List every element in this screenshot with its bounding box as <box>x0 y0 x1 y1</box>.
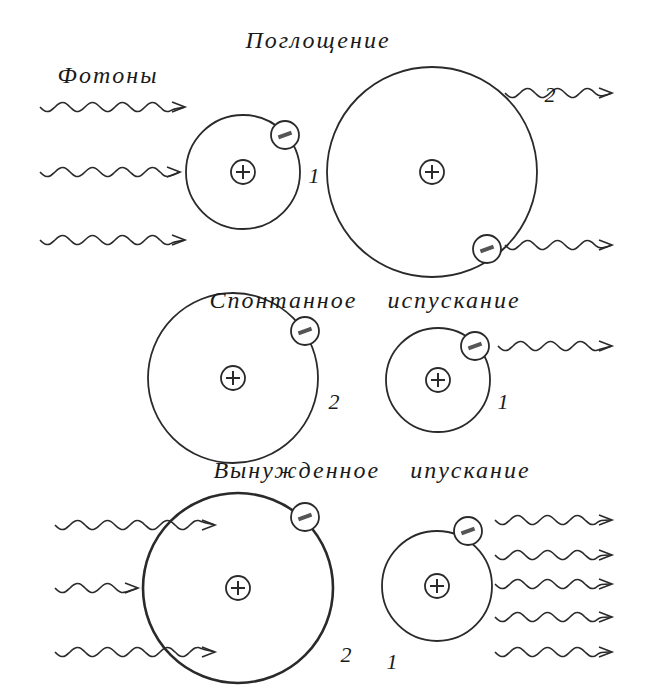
level-number: 1 <box>309 163 320 189</box>
nucleus <box>426 368 450 392</box>
nucleus <box>231 160 255 184</box>
atom-drawing <box>327 67 537 277</box>
electron <box>271 121 299 149</box>
electron <box>461 332 489 360</box>
atom-drawing <box>386 328 490 432</box>
electron <box>473 235 501 263</box>
atom-orbit: 2 <box>148 293 318 463</box>
photon-wave <box>505 88 612 98</box>
atom-orbit: 2 <box>327 67 537 277</box>
electron <box>291 317 319 345</box>
section-heading: Спонтанное испускание <box>209 287 520 314</box>
photon-wave <box>55 647 215 657</box>
atom-orbit: 1 <box>386 328 490 432</box>
atom-drawing <box>143 493 333 683</box>
nucleus <box>425 574 449 598</box>
photon-wave <box>495 647 612 657</box>
level-number: 1 <box>498 389 509 415</box>
level-number: 2 <box>341 642 352 668</box>
section-heading: Поглощение <box>245 27 390 54</box>
orbit-circle <box>148 293 318 463</box>
level-number: 2 <box>329 389 340 415</box>
nucleus <box>420 160 444 184</box>
photon-wave <box>55 583 138 593</box>
orbit-circle <box>327 67 537 277</box>
photon-wave <box>55 520 215 530</box>
nucleus <box>221 366 245 390</box>
atom-drawing <box>186 115 300 229</box>
photon-wave <box>505 240 612 250</box>
atom-orbit: 2 <box>143 493 333 683</box>
photon-wave <box>495 550 612 560</box>
orbit-circle <box>143 493 333 683</box>
orbit-circle <box>382 531 492 641</box>
electron <box>291 503 319 531</box>
orbit-circle <box>386 328 490 432</box>
orbit-circle <box>186 115 300 229</box>
level-number: 1 <box>387 649 398 675</box>
photon-wave <box>495 579 612 589</box>
atom-orbit: 1 <box>186 115 300 229</box>
electron <box>454 517 482 545</box>
section-heading: Фотоны <box>58 62 159 89</box>
photon-wave <box>40 235 185 245</box>
photon-wave <box>40 102 185 112</box>
photon-wave <box>495 612 612 622</box>
atom-drawing <box>382 531 492 641</box>
atom-orbit: 1 <box>382 531 492 641</box>
nucleus <box>226 576 250 600</box>
section-heading: Вынужденное ипускание <box>213 457 530 484</box>
photon-wave <box>40 167 180 177</box>
level-number: 2 <box>545 82 556 108</box>
photon-wave <box>498 341 612 351</box>
atom-drawing <box>148 293 318 463</box>
photon-wave <box>495 515 612 525</box>
